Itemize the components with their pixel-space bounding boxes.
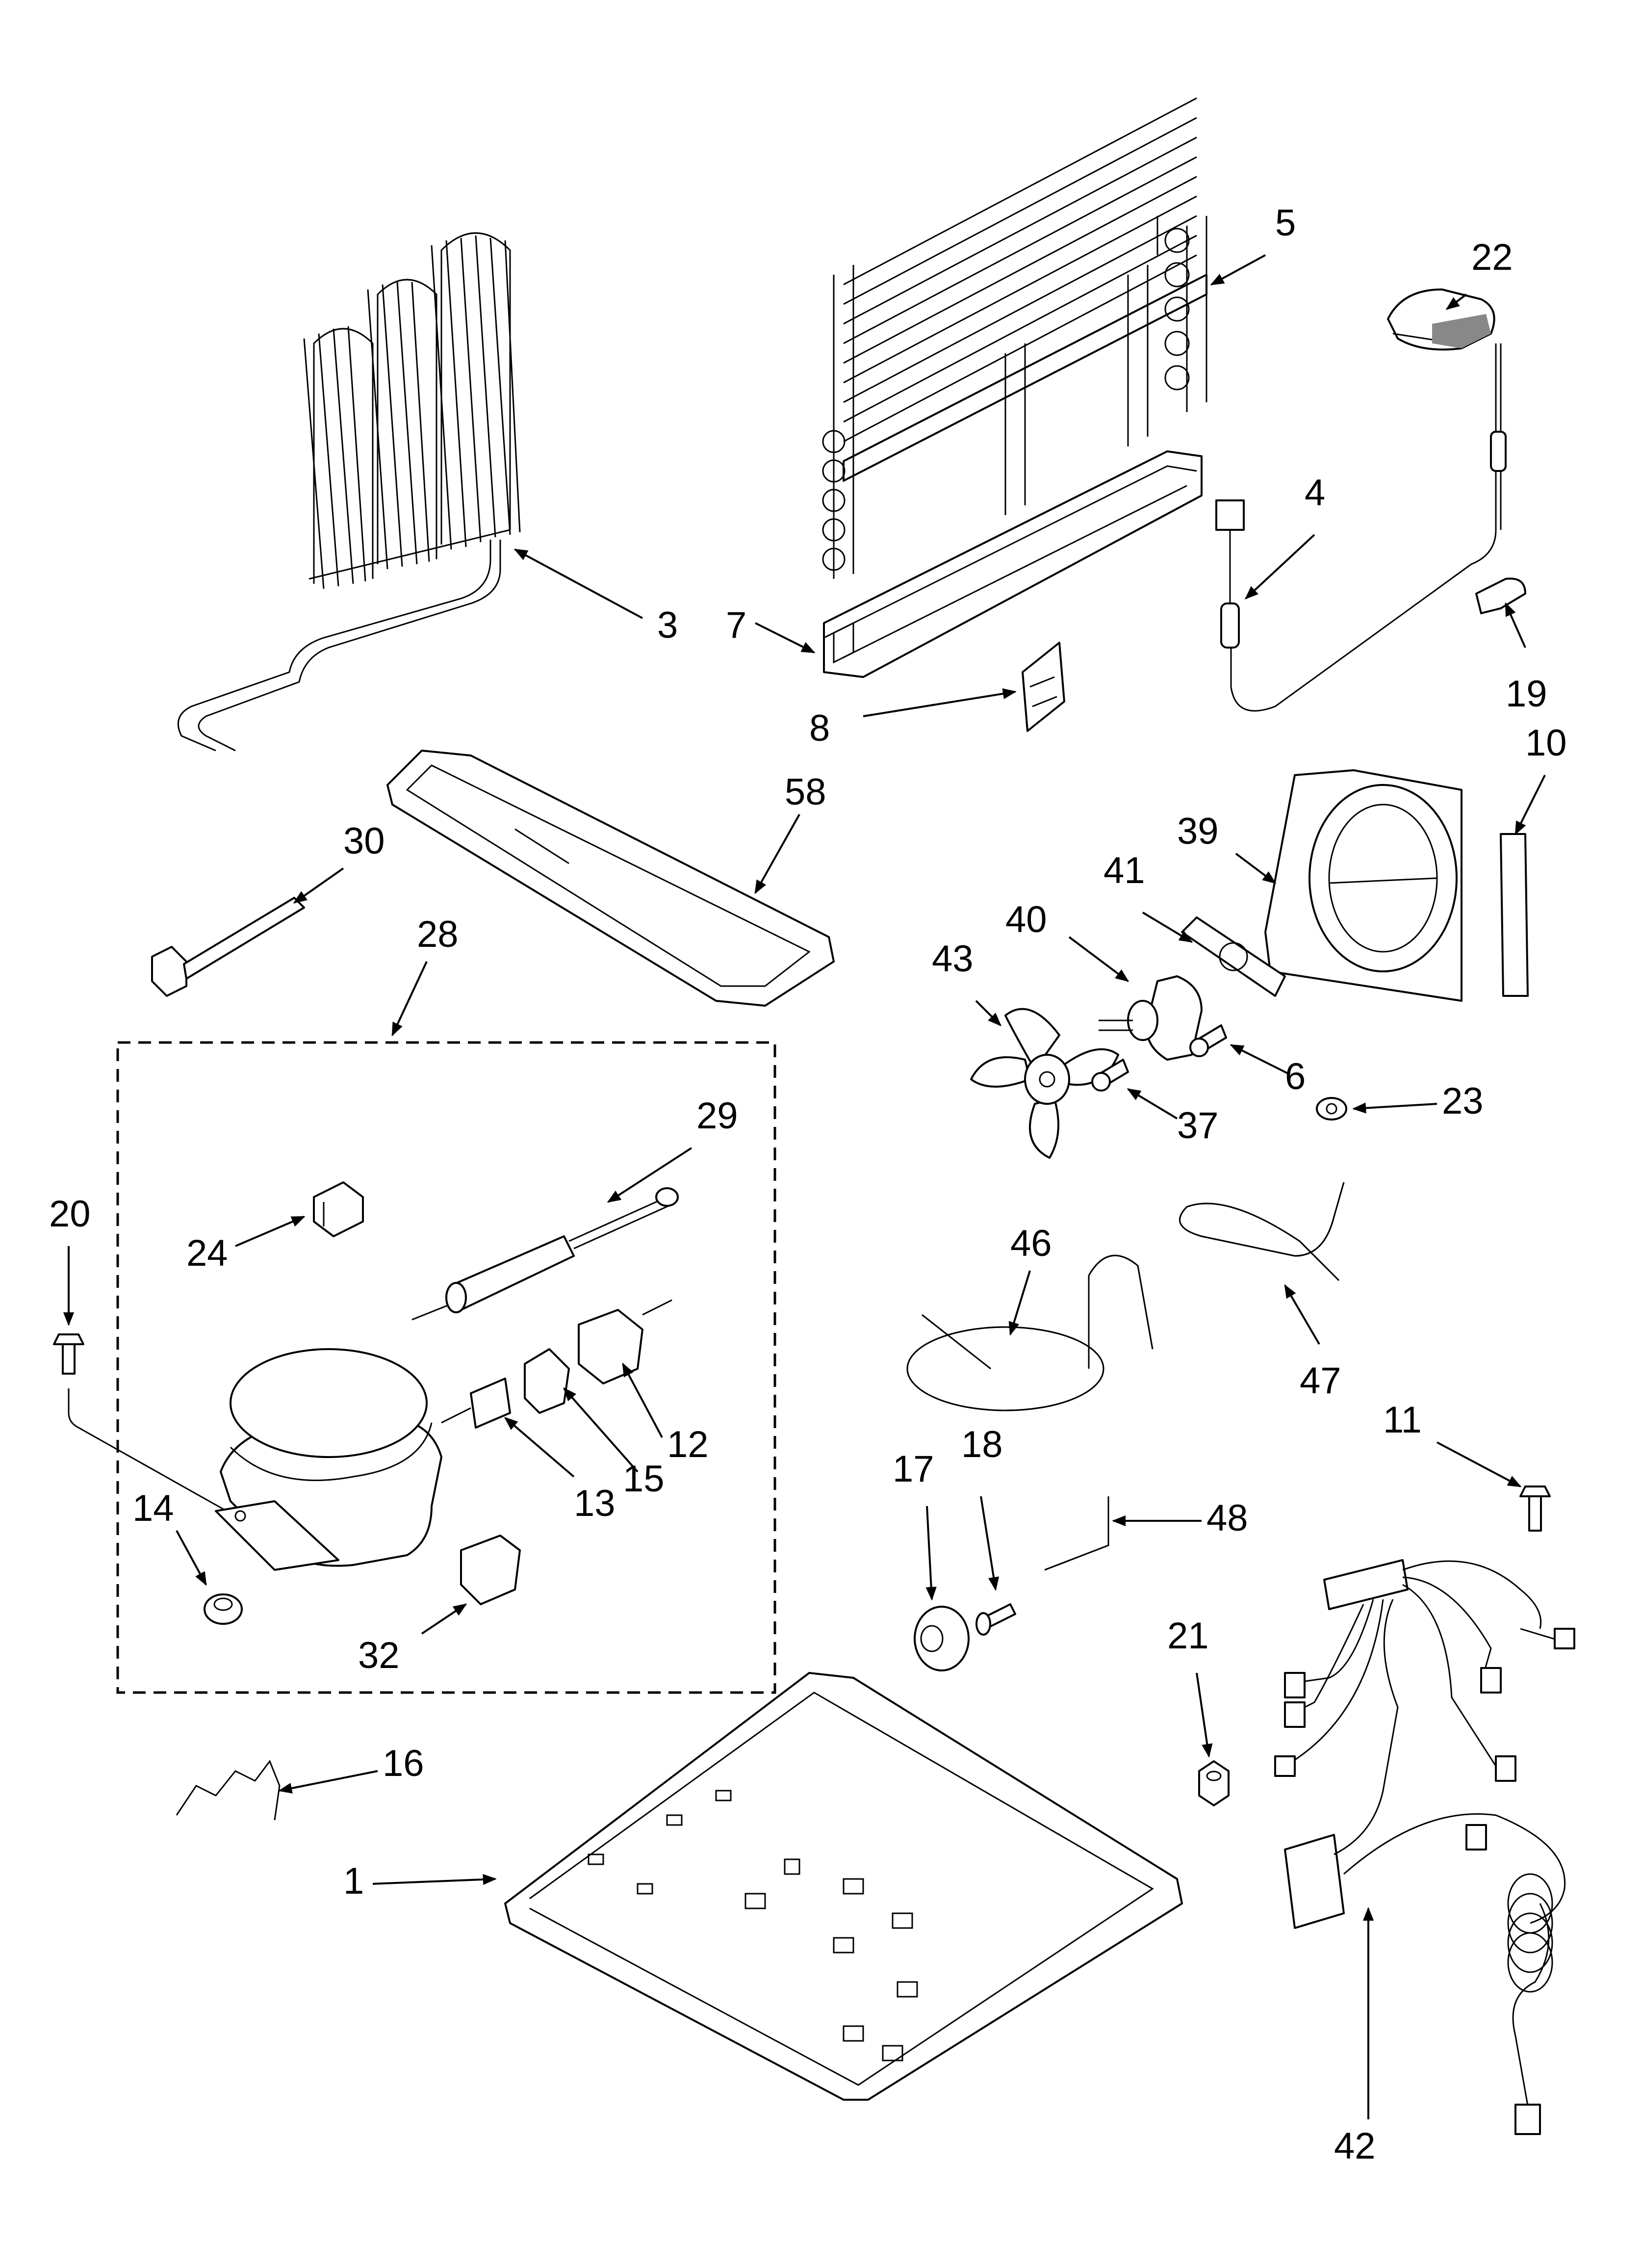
fan-blade xyxy=(970,1008,1119,1159)
leader-lines xyxy=(63,254,1546,2119)
relay xyxy=(313,1181,364,1237)
grommet xyxy=(1316,1097,1347,1121)
sensor-cover xyxy=(1387,288,1495,351)
callout-28: 28 xyxy=(417,913,459,955)
wiring-harness xyxy=(1274,1559,1575,2135)
condenser-coil xyxy=(177,232,521,752)
callout-24: 24 xyxy=(186,1232,228,1274)
capillary-tube xyxy=(1179,1182,1345,1281)
callout-42: 42 xyxy=(1334,2125,1376,2167)
foam-strip xyxy=(1500,833,1529,997)
callout-37: 37 xyxy=(1177,1105,1219,1147)
screw-37 xyxy=(1091,1059,1129,1092)
evaporator-coil xyxy=(822,97,1207,579)
callout-41: 41 xyxy=(1103,850,1145,891)
capacitor xyxy=(460,1535,521,1605)
compressor-grommet xyxy=(204,1593,243,1625)
wire-retainer xyxy=(176,1759,281,1821)
callout-6: 6 xyxy=(1285,1056,1306,1097)
terminal-connector xyxy=(441,1378,511,1429)
callout-29: 29 xyxy=(696,1095,738,1137)
callout-18: 18 xyxy=(961,1424,1003,1465)
callout-4: 4 xyxy=(1305,472,1325,514)
callout-8: 8 xyxy=(809,707,830,749)
callout-40: 40 xyxy=(1005,899,1047,940)
callout-5: 5 xyxy=(1275,202,1296,244)
callout-15: 15 xyxy=(623,1458,665,1500)
callout-1: 1 xyxy=(343,1860,364,1902)
sensor-wire xyxy=(1215,343,1507,712)
callout-7: 7 xyxy=(726,604,746,646)
callout-58: 58 xyxy=(785,771,826,813)
callout-43: 43 xyxy=(932,938,974,980)
screw-20 xyxy=(53,1333,236,1517)
overload-protector xyxy=(524,1348,570,1414)
callout-22: 22 xyxy=(1471,236,1513,278)
callout-32: 32 xyxy=(358,1635,400,1676)
start-relay xyxy=(578,1299,672,1384)
drain-trough xyxy=(823,450,1203,678)
callout-labels: 1 3 4 5 6 7 8 10 11 12 13 14 15 16 17 18… xyxy=(49,202,1567,2167)
callout-12: 12 xyxy=(667,1424,709,1465)
filter-drier xyxy=(411,1187,679,1321)
callout-46: 46 xyxy=(1010,1223,1052,1264)
screw-6 xyxy=(1189,1024,1227,1057)
callout-16: 16 xyxy=(383,1743,424,1784)
callout-10: 10 xyxy=(1525,722,1567,764)
fan-motor xyxy=(1099,975,1203,1061)
bracket-clip xyxy=(1022,642,1065,732)
callout-48: 48 xyxy=(1206,1497,1248,1539)
callout-30: 30 xyxy=(343,820,385,862)
roller-pin xyxy=(975,1603,1016,1636)
coiled-tube xyxy=(906,1254,1154,1411)
callout-3: 3 xyxy=(657,604,678,646)
motor-bracket xyxy=(1181,916,1286,997)
cable-tie xyxy=(151,897,305,997)
callout-23: 23 xyxy=(1442,1080,1484,1122)
callout-17: 17 xyxy=(893,1448,934,1490)
drain-pan xyxy=(386,750,835,1007)
drain-tube xyxy=(1044,1496,1109,1571)
callout-14: 14 xyxy=(132,1487,174,1529)
compressor xyxy=(215,1348,442,1571)
fan-shroud xyxy=(1264,769,1462,1002)
callout-21: 21 xyxy=(1167,1615,1209,1657)
screw-11 xyxy=(1519,1486,1551,1532)
callout-11: 11 xyxy=(1383,1399,1422,1441)
compressor-kit-outline xyxy=(116,1041,776,1694)
callout-20: 20 xyxy=(49,1193,91,1235)
callout-47: 47 xyxy=(1300,1360,1341,1402)
roller xyxy=(914,1606,970,1671)
wire-clip xyxy=(1475,577,1526,614)
hex-nut xyxy=(1198,1760,1230,1806)
callout-13: 13 xyxy=(574,1483,616,1524)
callout-39: 39 xyxy=(1177,810,1219,852)
base-frame xyxy=(504,1672,1183,2101)
callout-19: 19 xyxy=(1506,673,1547,715)
